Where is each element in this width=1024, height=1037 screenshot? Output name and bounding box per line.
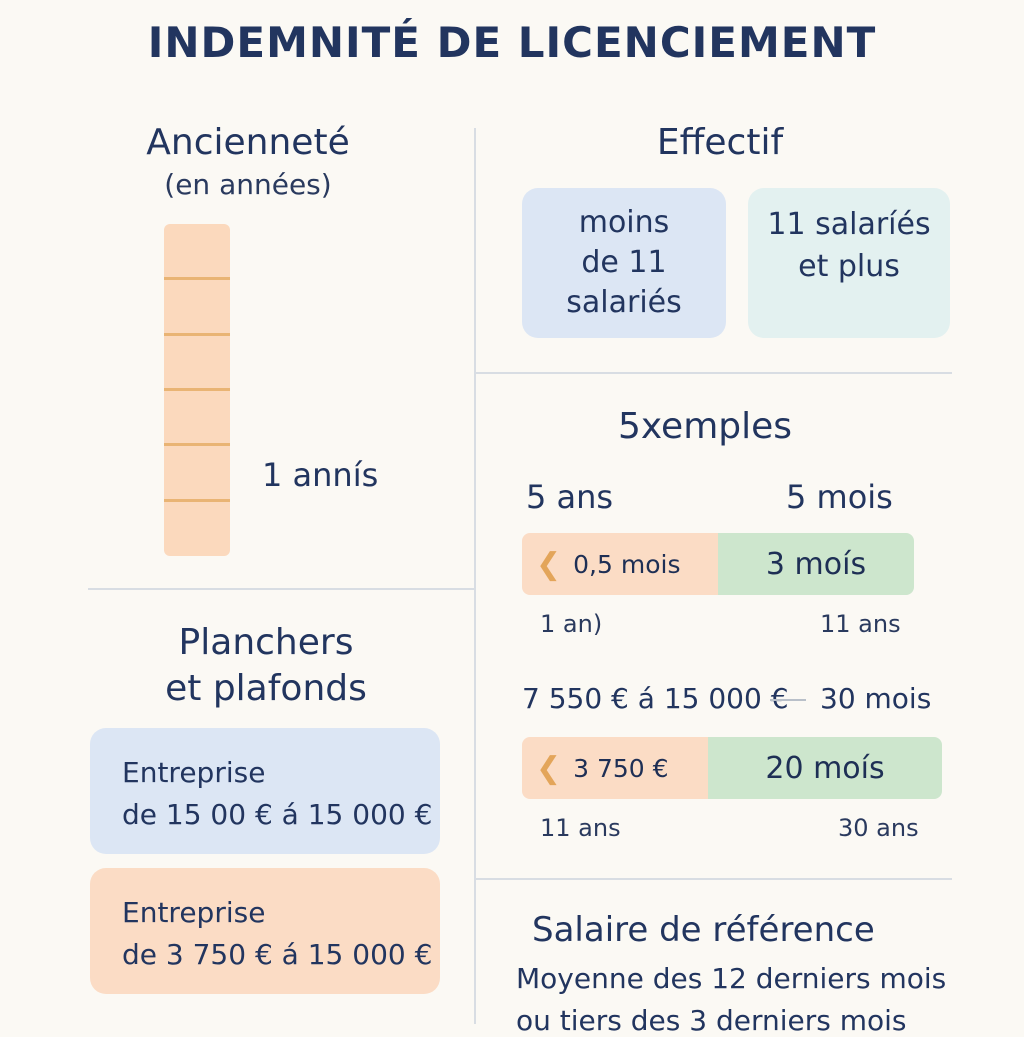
planchers-heading-line-1: Planchers [178,622,354,663]
card-11-et-plus: 11 salaríés et plus [748,188,950,338]
bar-2-left-segment: ❮ 3 750 € [522,737,708,799]
range-text: 7 550 € á 15 000 € [522,682,789,715]
ruler-tick [164,277,230,280]
salaire-line-2: ou tiers des 3 derniers mois [516,1004,907,1037]
card-moins-line-3: salariés [566,285,682,320]
card-plus-line-1: 11 salaríés [767,207,931,242]
chevron-left-icon: ❮ [536,750,562,786]
exemples-col-right: 5 mois [786,478,893,516]
card-plancher-2-line-2: de 3 750 € á 15 000 € [122,938,433,971]
ruler-tick [164,443,230,446]
bar-1-right-label: 3 moís [765,546,867,582]
page-title: INDEMNITÉ DE LICENCIEMENT [147,18,877,67]
effectif-heading: Effectif [656,122,784,163]
card-plus-line-2: et plus [798,249,900,284]
bar-2-left-label: 3 750 € [573,753,669,783]
planchers-heading-line-2: et plafonds [165,668,367,709]
card-moins-line-2: de 11 [581,245,667,280]
exemples-col-left: 5 ans [526,478,614,516]
card-plancher-1: Entreprise de 15 00 € á 15 000 € [90,728,440,854]
anciennete-heading: Ancienneté [146,122,350,163]
divider-exemples [476,878,952,880]
bar-2-start-label: 11 ans [540,814,621,842]
exemple-bar-1: ❮ 0,5 mois 3 moís [522,533,914,595]
card-plancher-1-line-2: de 15 00 € á 15 000 € [122,798,433,831]
exemples-heading: 5xemples [617,406,793,447]
bar-1-left-label: 0,5 mois [573,549,681,579]
bar-1-right-segment: 3 moís [718,533,914,595]
bar-2-right-label: 20 moís [765,750,885,786]
card-plancher-2: Entreprise de 3 750 € á 15 000 € [90,868,440,994]
divider-anciennete [88,588,476,590]
anciennete-label: 1 annís [262,456,379,494]
arrow-right-icon [770,699,806,701]
bar-2-end-label: 30 ans [838,814,919,842]
salaire-heading: Salaire de référence [532,910,875,950]
divider-effectif [476,372,952,374]
anciennete-subheading: (en années) [164,168,332,201]
planchers-heading: Planchers et plafonds [88,620,444,712]
bar-1-start-label: 1 an) [540,610,603,638]
card-moins-line-1: moins [578,205,670,240]
exemple-bar-2: ❮ 3 750 € 20 moís [522,737,942,799]
card-plancher-1-line-1: Entreprise [122,756,266,789]
ruler-tick [164,499,230,502]
bar-1-end-label: 11 ans [820,610,901,638]
card-moins-de-11: moins de 11 salariés [522,188,726,338]
ruler-tick [164,388,230,391]
anciennete-ruler [164,224,230,556]
bar-1-left-segment: ❮ 0,5 mois [522,533,718,595]
ruler-tick [164,333,230,336]
card-plancher-2-line-1: Entreprise [122,896,266,929]
range-result: 30 mois [820,682,932,715]
salaire-line-1: Moyenne des 12 derniers mois [516,962,947,995]
vertical-divider [474,128,476,1024]
bar-2-right-segment: 20 moís [708,737,942,799]
chevron-left-icon: ❮ [536,546,562,582]
